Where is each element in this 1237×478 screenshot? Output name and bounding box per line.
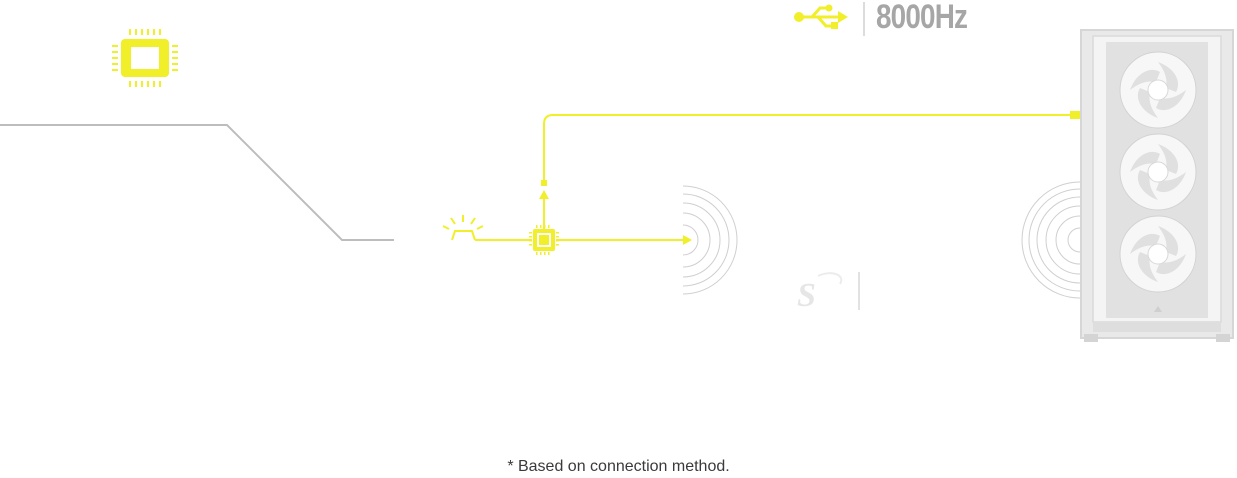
- processor-chip-icon: [112, 29, 178, 87]
- svg-text:S: S: [797, 277, 816, 314]
- gray-path-line: [0, 124, 394, 241]
- arrow-right-icon: [683, 235, 692, 245]
- polling-rate-label: 8000Hz: [876, 0, 968, 36]
- wireless-signal-icon-receiver: [1021, 181, 1081, 299]
- usb-icon: [794, 4, 848, 29]
- slipstream-logo-icon: S: [797, 272, 860, 314]
- arrow-up-icon: [539, 190, 549, 199]
- usb-port-connector: [1070, 111, 1080, 119]
- yellow-signal-lines: [475, 114, 1072, 241]
- wireless-signal-icon: [682, 185, 738, 295]
- small-processor-chip-icon: [529, 225, 559, 255]
- pc-case-icon: [1080, 29, 1234, 342]
- light-sensor-icon: [442, 215, 484, 241]
- cable-end-connector: [541, 180, 547, 186]
- footnote: * Based on connection method.: [507, 458, 730, 475]
